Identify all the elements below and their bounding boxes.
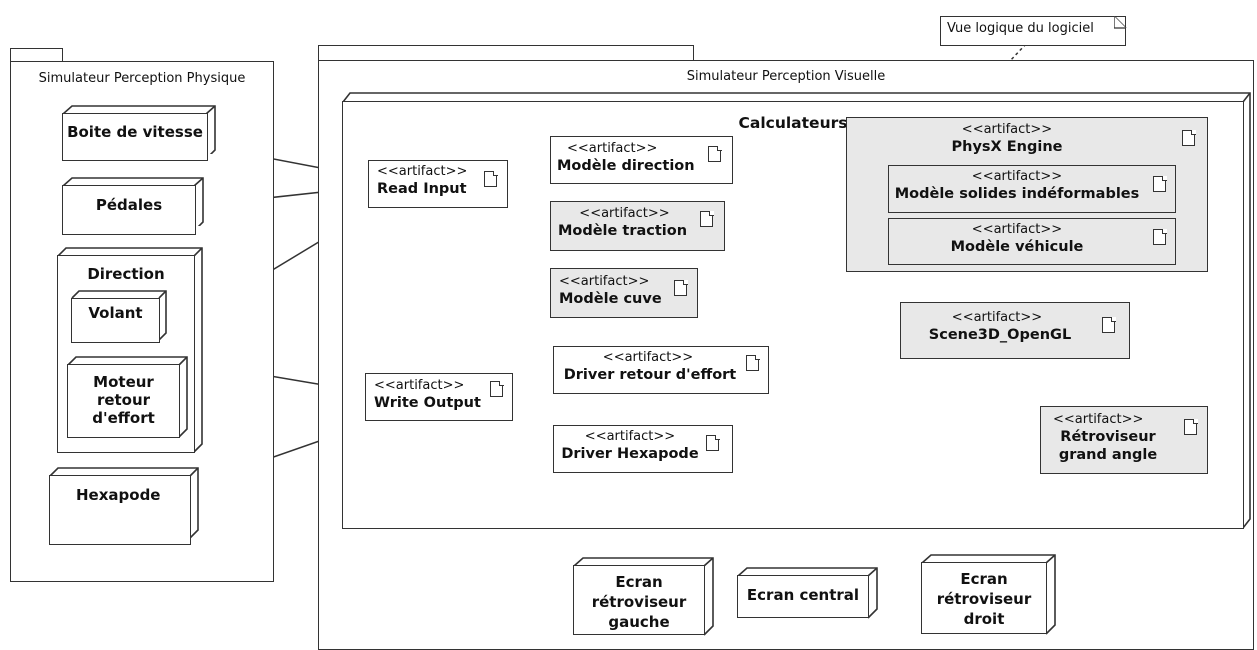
- driver-hexapode-label: Driver Hexapode: [561, 446, 699, 462]
- document-icon: [490, 380, 504, 397]
- stereotype: <<artifact>>: [584, 429, 676, 444]
- document-icon: [706, 434, 720, 451]
- stereotype: <<artifact>>: [567, 141, 658, 156]
- node-ecran-retroviseur-droit: Ecran rétroviseur droit: [921, 562, 1047, 634]
- node-ecran-central: Ecran central: [737, 575, 869, 618]
- document-icon: [1153, 228, 1167, 245]
- stereotype: <<artifact>>: [1053, 412, 1144, 427]
- ecran-gauche-label: Ecran rétroviseur gauche: [591, 573, 687, 631]
- node-hexapode: Hexapode: [49, 475, 191, 545]
- stereotype: <<artifact>>: [951, 310, 1043, 325]
- node-pedales: Pédales: [62, 185, 196, 235]
- node-boite-vitesse: Boite de vitesse: [62, 113, 208, 161]
- artifact-read-input: <<artifact>> Read Input: [368, 160, 508, 208]
- pedales-label: Pédales: [95, 196, 163, 214]
- stereotype: <<artifact>>: [971, 222, 1063, 237]
- scene3d-label: Scene3D_OpenGL: [928, 327, 1072, 343]
- ecran-droit-label: Ecran rétroviseur droit: [936, 570, 1032, 628]
- document-icon: [1153, 175, 1167, 192]
- volant-label: Volant: [88, 304, 143, 322]
- write-output-label: Write Output: [374, 395, 481, 411]
- ecran-central-label: Ecran central: [746, 586, 860, 604]
- document-icon: [1184, 418, 1198, 435]
- artifact-retroviseur-grand-angle: <<artifact>> Rétroviseur grand angle: [1040, 406, 1208, 474]
- artifact-scene3d: <<artifact>> Scene3D_OpenGL: [900, 302, 1130, 359]
- physx-label: PhysX Engine: [951, 139, 1063, 155]
- direction-label: Direction: [87, 265, 165, 283]
- node-ecran-retroviseur-gauche: Ecran rétroviseur gauche: [573, 565, 705, 635]
- package-physique-tab: [10, 48, 63, 62]
- artifact-modele-traction: <<artifact>> Modèle traction: [550, 201, 725, 251]
- package-physique-title: Simulateur Perception Physique: [38, 71, 246, 86]
- artifact-modele-solides: <<artifact>> Modèle solides indéformable…: [888, 165, 1176, 213]
- document-icon: [484, 170, 498, 187]
- hexapode-label: Hexapode: [76, 486, 161, 504]
- note-corner-icon: [1114, 16, 1127, 29]
- document-icon: [1102, 316, 1116, 333]
- modele-traction-label: Modèle traction: [557, 223, 688, 239]
- node-volant: Volant: [71, 298, 160, 343]
- document-icon: [746, 354, 760, 371]
- artifact-write-output: <<artifact>> Write Output: [365, 373, 513, 421]
- artifact-modele-vehicule: <<artifact>> Modèle véhicule: [888, 218, 1176, 265]
- document-icon: [708, 145, 722, 162]
- document-icon: [674, 279, 688, 296]
- stereotype: <<artifact>>: [559, 274, 650, 289]
- artifact-modele-direction: <<artifact>> Modèle direction: [550, 136, 733, 184]
- node-moteur: Moteur retour d'effort: [67, 364, 180, 438]
- stereotype: <<artifact>>: [971, 169, 1063, 184]
- modele-cuve-label: Modèle cuve: [559, 291, 662, 307]
- document-icon: [700, 210, 714, 227]
- stereotype: <<artifact>>: [374, 378, 465, 393]
- stereotype: <<artifact>>: [602, 350, 694, 365]
- calculateurs-title: Calculateurs: [738, 114, 848, 132]
- document-icon: [1182, 129, 1196, 146]
- stereotype: <<artifact>>: [377, 164, 468, 179]
- package-visuelle-tab: [318, 45, 694, 61]
- moteur-label: Moteur retour d'effort: [92, 373, 155, 427]
- modele-vehicule-label: Modèle véhicule: [950, 239, 1084, 255]
- modele-direction-label: Modèle direction: [557, 158, 695, 174]
- modele-solides-label: Modèle solides indéformables: [894, 186, 1140, 202]
- driver-retour-label: Driver retour d'effort: [563, 367, 737, 383]
- artifact-modele-cuve: <<artifact>> Modèle cuve: [550, 268, 698, 318]
- note-vue-logique: Vue logique du logiciel: [940, 16, 1126, 46]
- boite-label: Boite de vitesse: [67, 123, 203, 141]
- stereotype: <<artifact>>: [961, 122, 1053, 137]
- artifact-driver-hexapode: <<artifact>> Driver Hexapode: [553, 425, 733, 473]
- read-input-label: Read Input: [377, 181, 467, 197]
- retro-grand-label: Rétroviseur grand angle: [1058, 429, 1158, 463]
- package-visuelle-title: Simulateur Perception Visuelle: [686, 69, 886, 84]
- stereotype: <<artifact>>: [579, 206, 670, 221]
- artifact-driver-retour: <<artifact>> Driver retour d'effort: [553, 346, 769, 394]
- note-text: Vue logique du logiciel: [947, 21, 1094, 36]
